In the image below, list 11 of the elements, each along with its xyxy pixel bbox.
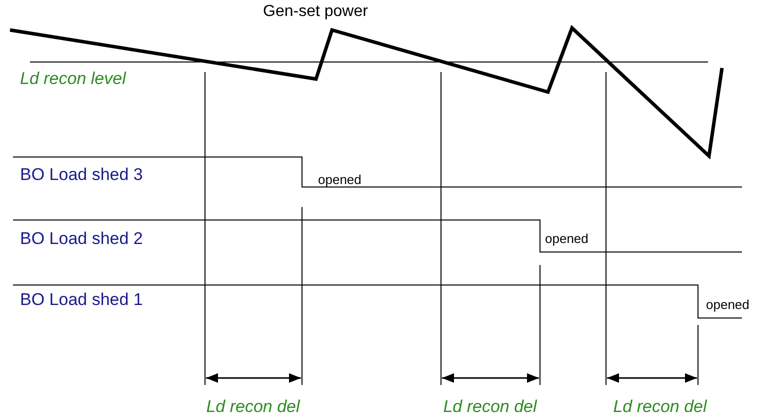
threshold-label: Ld recon level xyxy=(20,70,126,87)
dimension-label: Ld recon del xyxy=(206,398,300,415)
curve-label: Gen-set power xyxy=(263,4,368,20)
state-label: opened xyxy=(706,298,750,311)
signal-label: BO Load shed 3 xyxy=(20,166,143,183)
state-label: opened xyxy=(318,173,362,186)
state-label: opened xyxy=(545,232,588,245)
dimension-label: Ld recon del xyxy=(443,398,537,415)
dimension-label: Ld recon del xyxy=(613,398,707,415)
signal-label: BO Load shed 1 xyxy=(20,291,143,308)
signal-label: BO Load shed 2 xyxy=(20,230,143,247)
